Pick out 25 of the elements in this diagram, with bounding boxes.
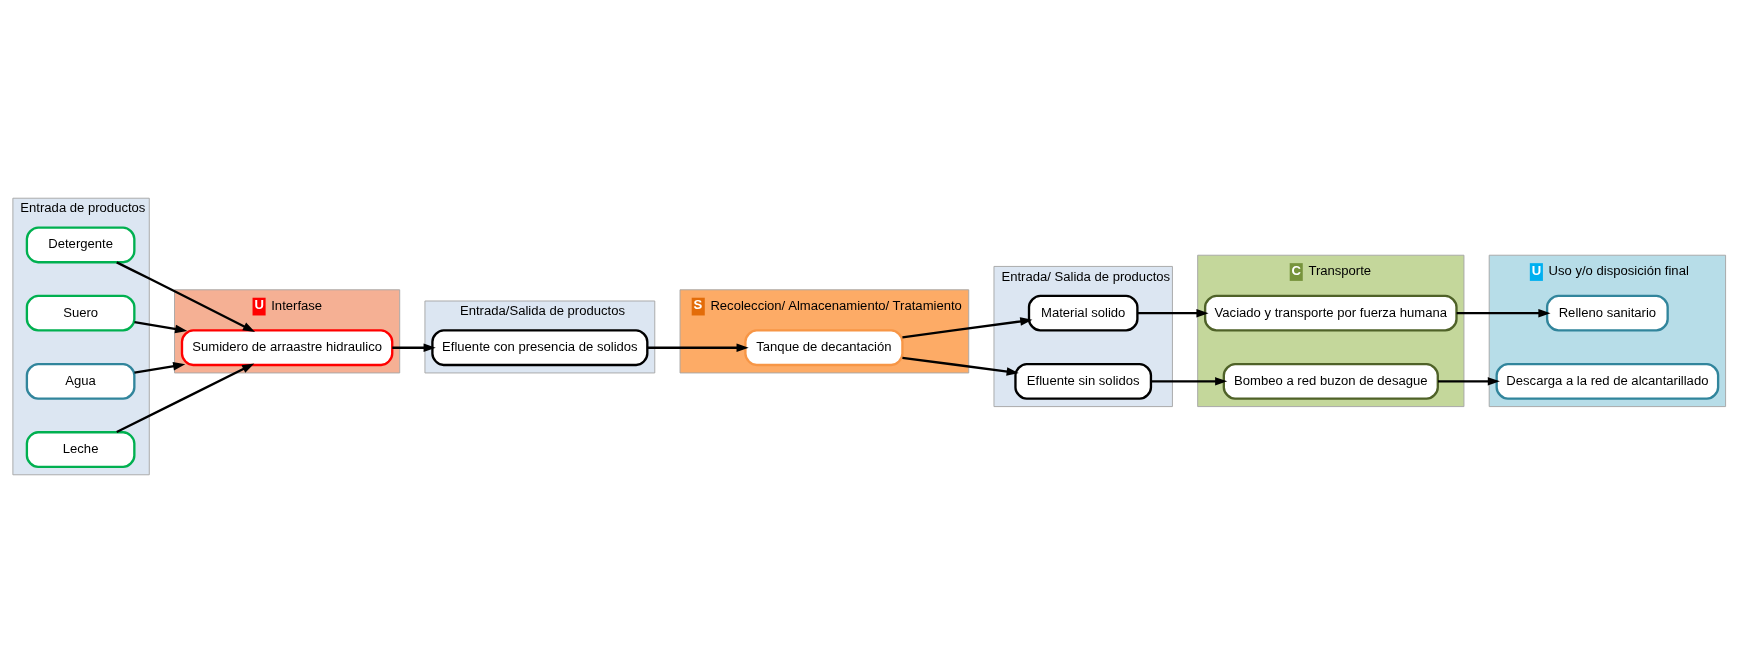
node-box: Suero bbox=[25, 294, 136, 332]
node-box: Vaciado y transporte por fuerza humana bbox=[1203, 294, 1458, 332]
arrow bbox=[1150, 376, 1228, 386]
arrow bbox=[902, 316, 1033, 338]
node-box: Bombeo a red buzon de desague bbox=[1222, 362, 1439, 400]
arrow bbox=[116, 260, 256, 332]
node-box: Tanque de decantación bbox=[744, 328, 904, 366]
node-box: Efluente sin solidos bbox=[1014, 362, 1153, 400]
arrow bbox=[902, 356, 1019, 376]
arrow bbox=[134, 320, 188, 333]
node-box: Sumidero de arraastre hidraulico bbox=[180, 328, 394, 366]
arrow bbox=[134, 361, 186, 374]
arrow bbox=[392, 342, 436, 352]
node-box: Descarga a la red de alcantarillado bbox=[1495, 362, 1720, 400]
node-box: Agua bbox=[25, 362, 136, 400]
arrow bbox=[647, 342, 749, 352]
node-box: Detergente bbox=[25, 226, 136, 263]
arrow bbox=[116, 363, 255, 433]
arrow bbox=[1137, 308, 1209, 317]
arrow bbox=[1456, 308, 1551, 317]
node-box: Efluente con presencia de solidos bbox=[431, 328, 649, 366]
node-box: Material solido bbox=[1027, 294, 1139, 332]
node-box: Relleno sanitario bbox=[1545, 294, 1669, 332]
arrow bbox=[1437, 376, 1500, 386]
node-box: Leche bbox=[25, 430, 136, 468]
